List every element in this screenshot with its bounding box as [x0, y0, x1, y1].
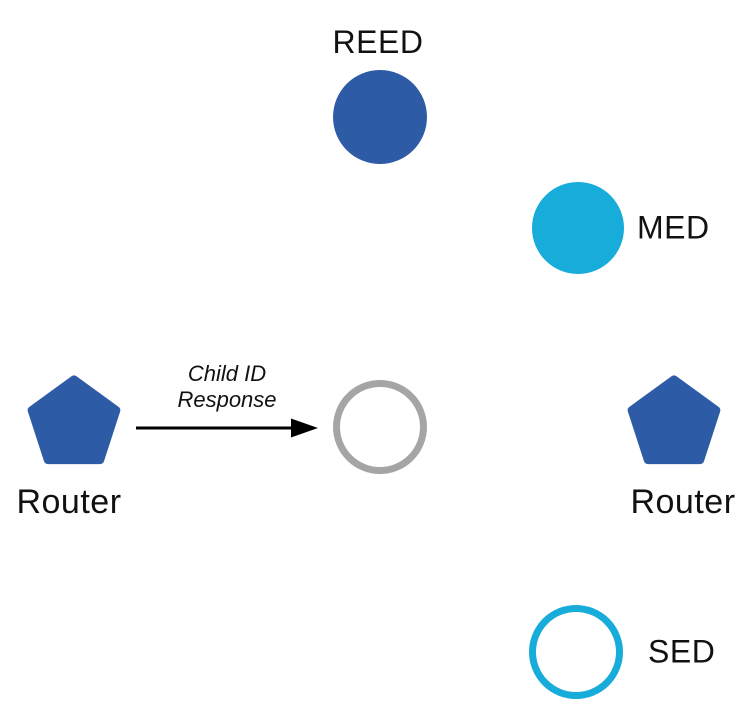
reed-node-circle [333, 70, 427, 164]
sed-label: SED [648, 633, 716, 670]
router-left-label: Router [16, 483, 122, 521]
sed-node-circle [529, 605, 623, 699]
arrow-label: Child ID Response [177, 361, 276, 413]
router-right-pentagon [627, 375, 721, 465]
arrow-label-line1: Child ID [187, 361, 267, 386]
med-label: MED [637, 209, 710, 246]
router-left-pentagon [27, 375, 121, 465]
med-node-circle [532, 182, 624, 274]
arrow-head [291, 418, 318, 438]
reed-label: REED [332, 24, 424, 60]
router-right-label: Router [630, 483, 736, 521]
joiner-node-circle [333, 380, 427, 474]
arrow-label-line2: Response [177, 387, 277, 412]
